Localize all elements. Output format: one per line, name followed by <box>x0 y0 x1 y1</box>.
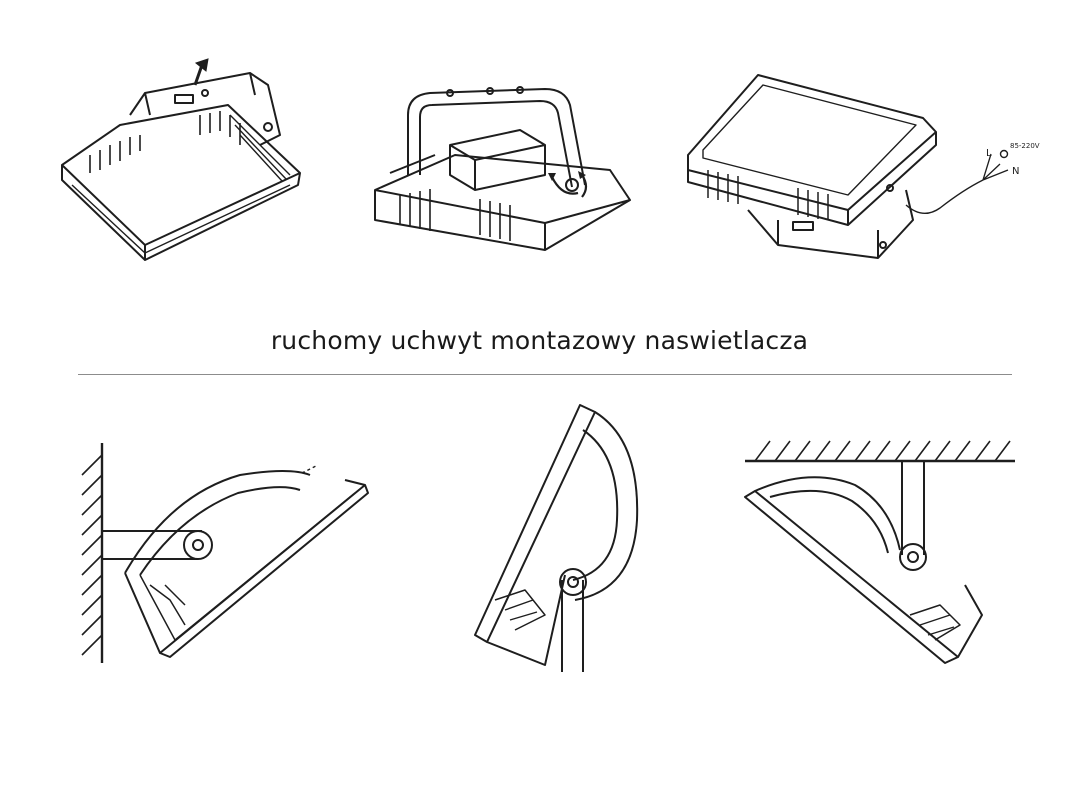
divider <box>78 374 1012 375</box>
caption: ruchomy uchwyt montazowy naswietlacza <box>270 326 809 355</box>
wall-mount-illustration <box>81 443 369 663</box>
upright-mount-illustration <box>474 404 639 672</box>
voltage-label: 85-220V <box>1010 142 1040 150</box>
step-rotate-bracket-illustration <box>374 86 631 251</box>
step-remove-cover-illustration <box>61 58 301 261</box>
wire-live-label: L <box>986 148 992 159</box>
wire-neutral-label: N <box>1012 166 1019 177</box>
step-connect-wiring-illustration: L N 85-220V <box>687 74 1040 259</box>
ceiling-mount-illustration <box>744 440 1015 664</box>
